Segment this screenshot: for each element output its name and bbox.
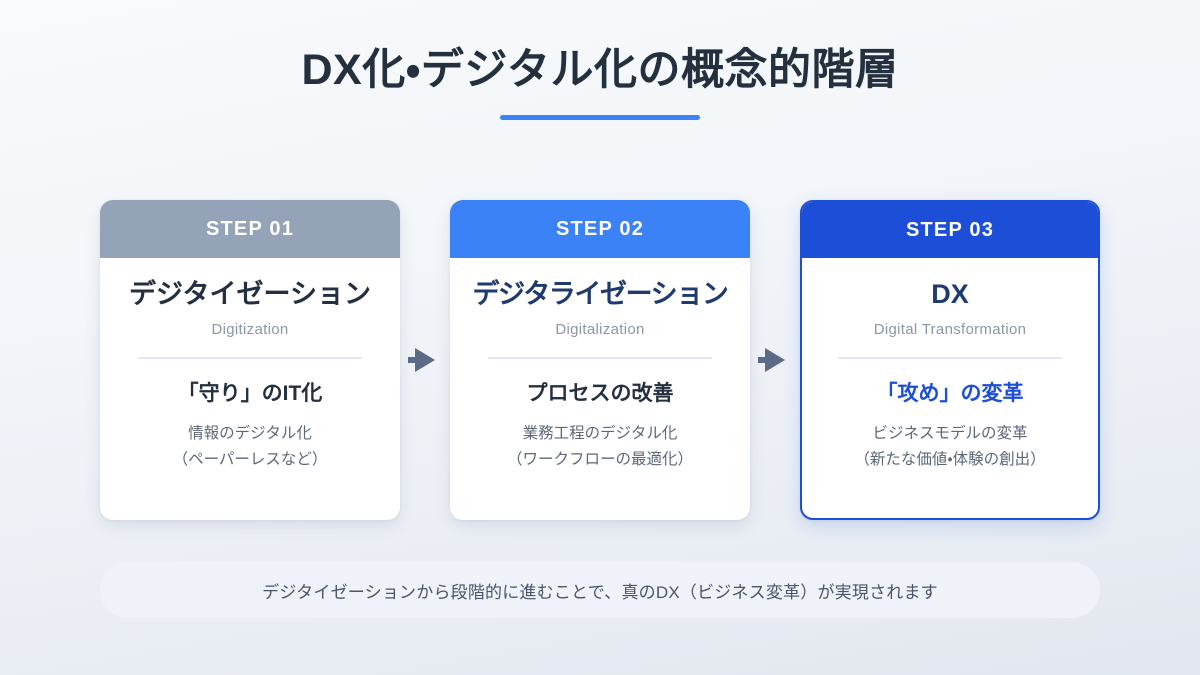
step-description-3: ビジネスモデルの変革 （新たな価値・体験の創出） [822,421,1078,474]
step-point-3: 「攻め」の変革 [876,382,1024,406]
arrow-right-icon [408,348,435,372]
step-divider-1 [138,357,362,360]
step-description-2: 業務工程のデジタル化 （ワークフローの最適化） [470,421,730,474]
footer-note: デジタイゼーションから段階的に進むことで、真のDX（ビジネス変革）が実現されます [100,562,1100,618]
step-subtitle-3: Digital Transformation [873,321,1027,339]
arrow-right-icon [758,348,785,372]
step-body-2: デジタライゼーション Digitalization プロセスの改善 業務工程のデ… [450,258,750,474]
step-title-1: デジタイゼーション [129,279,371,309]
step-description-1: 情報のデジタル化 （ペーパーレスなど） [120,421,380,474]
step-badge-3: STEP 03 [802,202,1098,258]
step-divider-2 [488,357,712,360]
step-badge-label-3: STEP 03 [905,218,995,241]
footer-note-text: デジタイゼーションから段階的に進むことで、真のDX（ビジネス変革）が実現されます [262,582,938,602]
step-badge-2: STEP 02 [450,200,750,258]
step-description-line-1b: （ペーパーレスなど） [172,451,328,469]
step-body-1: デジタイゼーション Digitization 「守り」のIT化 情報のデジタル化… [100,258,400,474]
step-card-1[interactable]: STEP 01 デジタイゼーション Digitization 「守り」のIT化 … [100,200,400,520]
arrow-step2-to-step3 [750,200,800,520]
step-body-3: DX Digital Transformation 「攻め」の変革 ビジネスモデ… [802,258,1098,474]
step-subtitle-1: Digitization [211,321,289,339]
step-title-2: デジタライゼーション [472,279,729,309]
step-title-3: DX [931,279,969,309]
step-badge-label-2: STEP 02 [555,217,645,240]
steps-row: STEP 01 デジタイゼーション Digitization 「守り」のIT化 … [100,200,1100,520]
arrow-step1-to-step2 [400,200,450,520]
step-card-2[interactable]: STEP 02 デジタライゼーション Digitalization プロセスの改… [450,200,750,520]
step-point-2: プロセスの改善 [526,382,674,406]
step-point-1: 「守り」のIT化 [177,382,323,406]
title-block: DX化・デジタル化の概念的階層 [0,44,1200,120]
page-title: DX化・デジタル化の概念的階層 [301,46,899,94]
step-subtitle-2: Digitalization [555,321,645,339]
step-description-line-1a: 情報のデジタル化 [188,424,312,442]
title-underline-accent [500,114,700,120]
step-description-line-3a: ビジネスモデルの変革 [872,424,1028,442]
step-description-line-3b: （新たな価値・体験の創出） [854,451,1046,469]
step-badge-label-1: STEP 01 [205,217,295,240]
step-badge-1: STEP 01 [100,200,400,258]
step-description-line-2a: 業務工程のデジタル化 [522,424,678,442]
step-divider-3 [838,357,1062,360]
step-description-line-2b: （ワークフローの最適化） [506,451,693,469]
step-card-3[interactable]: STEP 03 DX Digital Transformation 「攻め」の変… [800,200,1100,520]
